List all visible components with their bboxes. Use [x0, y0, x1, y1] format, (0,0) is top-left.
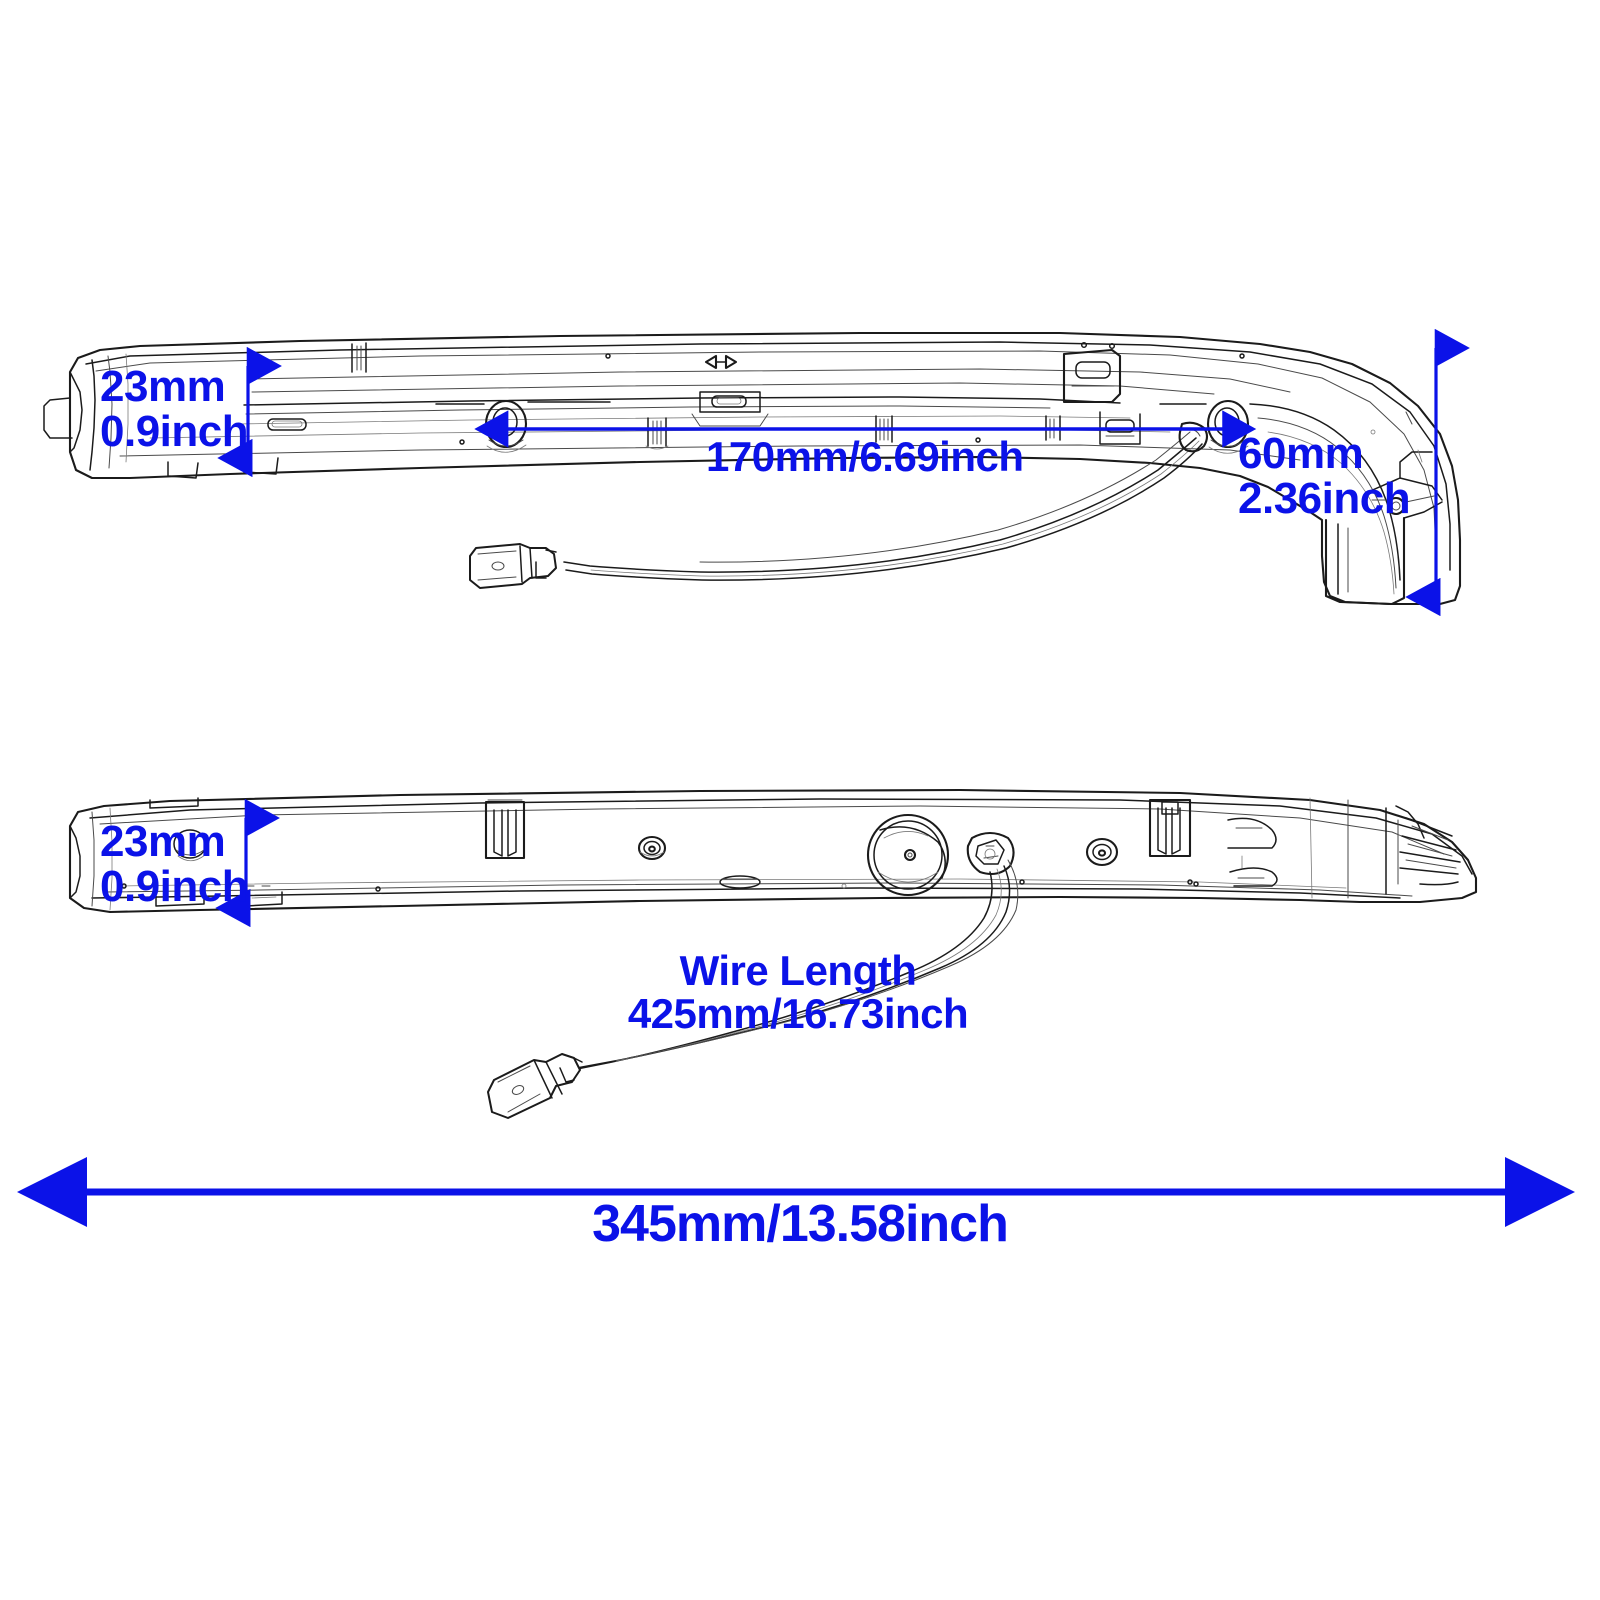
boss-small-2: [1085, 837, 1119, 867]
clip-feature: [704, 354, 738, 370]
dim-label-overall-length: 345mm/13.58inch: [592, 1195, 1009, 1253]
wire-harness-side: [563, 431, 1203, 581]
boss-large: [866, 813, 950, 897]
dim-label-hole-spacing: 170mm/6.69inch: [706, 433, 1024, 480]
wire-connector-side: [469, 543, 557, 589]
ribbed-end: [1385, 805, 1461, 895]
wire-harness-back: [561, 859, 1019, 1073]
wire-grommet-back: [966, 831, 1015, 876]
dim-label-wire-length: Wire Length 425mm/16.73inch: [627, 947, 969, 1037]
boss-small-1: [637, 835, 667, 861]
dim-label-height-bottom: 23mm 0.9inch: [100, 817, 249, 911]
side-view-group: [43, 331, 1462, 606]
dim-label-height-right: 60mm 2.36inch: [1238, 429, 1411, 523]
clip-slot-2: [1148, 798, 1192, 858]
dim-label-height-top: 23mm 0.9inch: [100, 362, 249, 456]
wire-connector-back: [487, 1053, 583, 1119]
clip-slot-1: [484, 799, 526, 860]
